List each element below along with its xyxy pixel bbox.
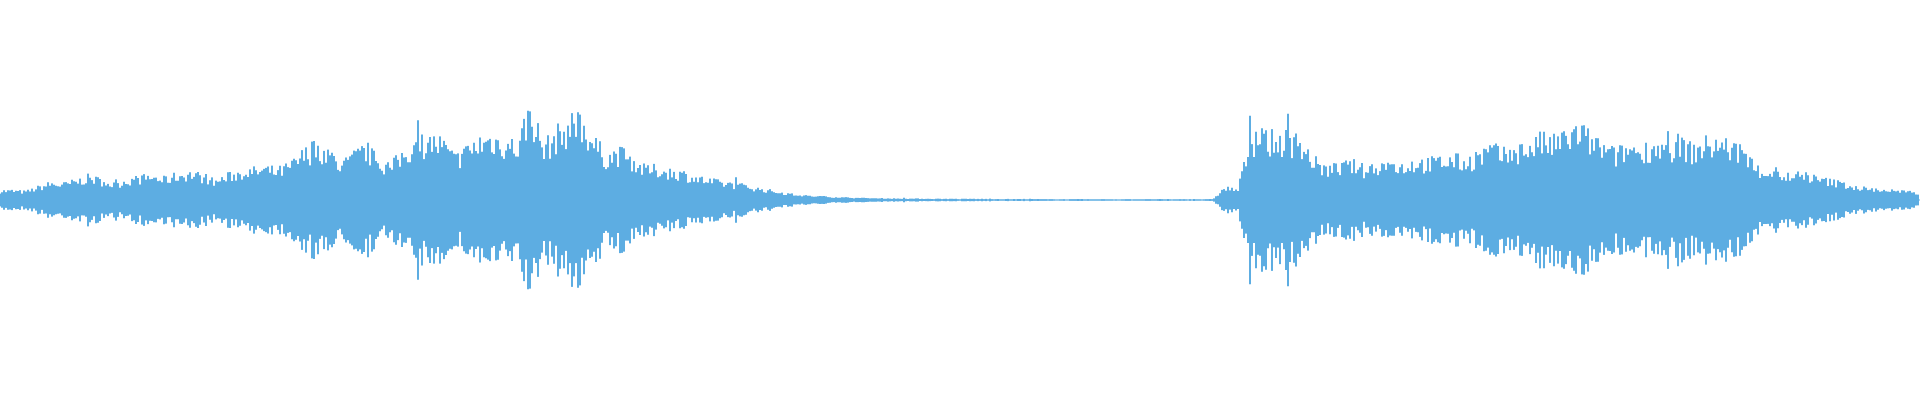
audio-waveform bbox=[0, 110, 1920, 290]
audio-waveform-view bbox=[0, 110, 1920, 290]
